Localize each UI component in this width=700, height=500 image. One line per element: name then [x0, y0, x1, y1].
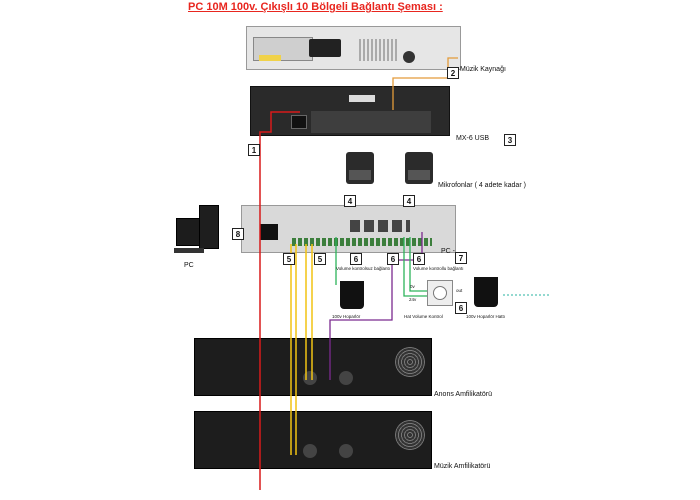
mx6-power-socket [291, 115, 307, 129]
label-mx6-usb: MX-6 USB [456, 135, 490, 142]
callout-6a: 6 [350, 253, 362, 265]
muzik-amp-terminal-1 [303, 444, 317, 458]
label-pc-mixer: PC - [441, 248, 455, 255]
muzik-amp-fan [395, 420, 425, 450]
anons-amplifier [194, 338, 432, 396]
callout-1: 1 [248, 144, 260, 156]
diagram-title: PC 10M 100v. Çıkışlı 10 Bölgeli Bağlantı… [188, 1, 443, 13]
music-source-connector [403, 51, 415, 63]
label-24v: 24v [409, 297, 417, 302]
label-muzik-kaynagi: Müzik Kaynağı [460, 66, 506, 73]
microphone-1 [346, 152, 374, 184]
callout-2: 2 [447, 67, 459, 79]
volume-control-knob [433, 286, 447, 300]
pc-mixer-rj45 [350, 220, 410, 232]
music-source-jacks [309, 39, 341, 57]
music-source-grille [359, 39, 399, 61]
pc-tower [199, 205, 219, 249]
speaker-line [474, 277, 498, 307]
callout-5b: 5 [314, 253, 326, 265]
callout-5a: 5 [283, 253, 295, 265]
callout-6c: 6 [413, 253, 425, 265]
label-pc-computer: PC [184, 262, 194, 269]
microphone-1-base [349, 170, 371, 180]
microphone-2 [405, 152, 433, 184]
pc-mixer-terminals [292, 238, 432, 246]
callout-6d: 6 [455, 302, 467, 314]
anons-amp-terminal-1 [303, 371, 317, 385]
mx6-usb-device [250, 86, 450, 136]
callout-8: 8 [232, 228, 244, 240]
callout-7: 7 [455, 252, 467, 264]
label-hat-kontrol: Hat Volume Kontrol [404, 314, 443, 319]
label-muzik-amp: Müzik Amfilikatörü [434, 463, 491, 470]
label-hoparlor-100v: 100v Hoparlör [332, 314, 361, 319]
callout-6b: 6 [387, 253, 399, 265]
callout-4b: 4 [403, 195, 415, 207]
anons-amp-fan [395, 347, 425, 377]
speaker-100v [340, 281, 364, 309]
mx6-badge [349, 95, 375, 102]
music-source-device [246, 26, 461, 70]
label-out: out [456, 288, 463, 293]
callout-3: 3 [504, 134, 516, 146]
label-volume-kontrollu: Volume kontrollu bağlantı [413, 266, 464, 271]
label-hoparlor-hatti: 100v Hoparlör Hattı [466, 314, 506, 319]
music-source-display [259, 55, 281, 61]
pc-mixer-device [241, 205, 456, 253]
pc-keyboard [174, 248, 204, 253]
label-volume-kontrolsuz: Volume kontrolsuz bağlantı [336, 266, 391, 271]
anons-amp-terminal-2 [339, 371, 353, 385]
muzik-amplifier [194, 411, 432, 469]
label-anons-amp: Anons Amfilikatörü [434, 391, 492, 398]
callout-4a: 4 [344, 195, 356, 207]
label-mikrofonlar: Mikrofonlar ( 4 adete kadar ) [438, 182, 526, 189]
pc-mixer-power [260, 224, 278, 240]
microphone-2-base [408, 170, 430, 180]
muzik-amp-terminal-2 [339, 444, 353, 458]
mx6-rear-panel [311, 111, 431, 133]
label-zero: 0v [410, 284, 415, 289]
